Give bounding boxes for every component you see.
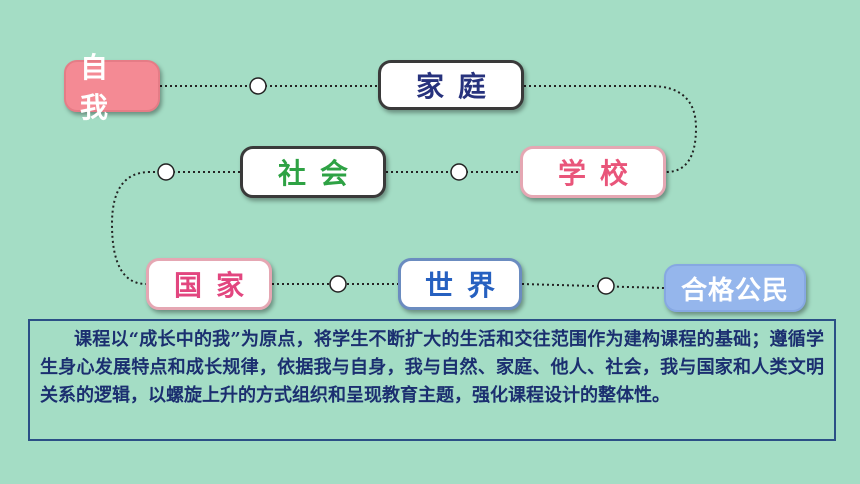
description-box: 课程以“成长中的我”为原点，将学生不断扩大的生活和交往范围作为建构课程的基础；遵…: [28, 319, 836, 441]
node-family-label: 家庭: [415, 70, 500, 103]
connector-dot: [450, 163, 468, 181]
link-family-school: [524, 85, 698, 173]
connector-dot: [249, 77, 267, 95]
node-citizen: 合格公民: [664, 264, 806, 312]
node-self-label: 自我: [80, 51, 123, 124]
node-society-label: 社会: [277, 157, 362, 190]
node-world: 世界: [398, 258, 522, 310]
node-country-label: 国家: [173, 269, 258, 302]
node-society: 社会: [240, 146, 386, 198]
node-school: 学校: [520, 146, 666, 198]
connector-dot: [329, 275, 347, 293]
node-citizen-label: 合格公民: [680, 275, 789, 306]
description-text: 课程以“成长中的我”为原点，将学生不断扩大的生活和交往范围作为建构课程的基础；遵…: [40, 329, 824, 406]
node-self: 自我: [64, 51, 160, 124]
node-school-label: 学校: [557, 157, 642, 190]
node-world-label: 世界: [424, 269, 509, 302]
node-country: 国家: [146, 258, 272, 310]
connector-dot: [157, 163, 175, 181]
connector-dot: [597, 277, 615, 295]
node-family: 家庭: [378, 60, 524, 110]
link-society-country: [110, 171, 240, 285]
link-world-citizen: [521, 283, 665, 289]
